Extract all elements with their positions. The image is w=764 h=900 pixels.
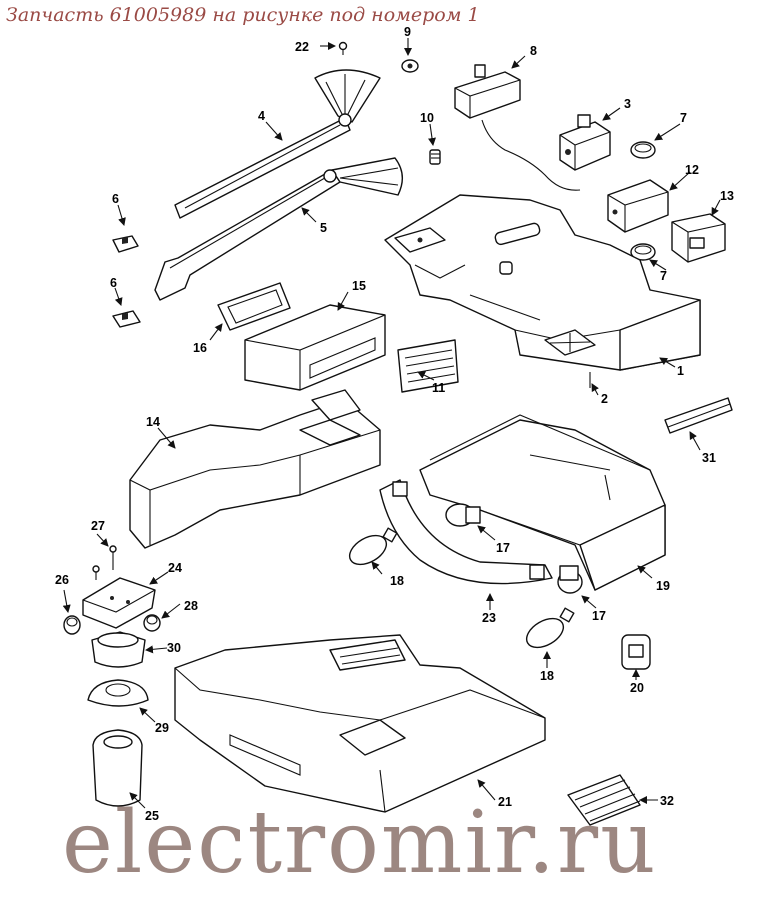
callout-16: 16 [193,341,207,355]
callout-19: 19 [656,579,670,593]
callout-2: 2 [601,392,608,406]
callout-31: 31 [702,451,716,465]
parts-24-30 [63,545,161,807]
page-title: Запчасть 61005989 на рисунке под номером… [6,4,480,26]
callout-24: 24 [168,561,182,575]
part-11-grille [397,339,459,393]
part-6-clips [112,235,141,328]
part-23-rail [379,479,553,585]
callout-6-lower: 6 [110,276,117,290]
callout-21: 21 [498,795,512,809]
part-4-arm [174,69,381,219]
part-16-frame [217,282,291,331]
part-14-duct [129,389,381,549]
part-5-arm [154,157,403,301]
callout-26: 26 [55,573,69,587]
part-31-strip [664,397,733,434]
callout-32: 32 [660,794,674,808]
callout-29: 29 [155,721,169,735]
callout-28: 28 [184,599,198,613]
callout-17-lower: 17 [592,609,606,623]
callout-27: 27 [91,519,105,533]
callout-23: 23 [482,611,496,625]
part-12-control [607,179,669,233]
part-8-box [454,64,581,191]
callout-1: 1 [677,364,684,378]
part-1-housing [384,194,701,388]
callout-10: 10 [420,111,434,125]
callout-25: 25 [145,809,159,823]
callout-11: 11 [432,381,445,395]
callout-14: 14 [146,415,160,429]
part-20-switch [621,634,651,670]
callout-6-upper: 6 [112,192,119,206]
part-13-module [671,213,726,263]
callout-4: 4 [258,109,265,123]
callout-30: 30 [167,641,181,655]
part-21-cover [174,634,546,813]
callout-22: 22 [295,40,309,54]
parts-17-18 [348,503,583,649]
part-32-filter [567,774,641,826]
callout-17-upper: 17 [496,541,510,555]
callout-18-lower: 18 [540,669,554,683]
part-7-knobs [630,141,656,261]
callout-8: 8 [530,44,537,58]
part-3-thermostat [559,114,611,171]
leader-lines [62,38,721,809]
callout-7-lower: 7 [660,269,667,283]
callout-9: 9 [404,25,411,39]
callout-12: 12 [685,163,699,177]
callout-3: 3 [624,97,631,111]
callout-numbers: 1 2 3 4 5 6 6 7 7 8 9 10 11 12 13 14 15 … [55,25,734,823]
callout-5: 5 [320,221,327,235]
callout-18-upper: 18 [390,574,404,588]
small-parts-top [338,41,441,165]
callout-7-upper: 7 [680,111,687,125]
callout-20: 20 [630,681,644,695]
watermark: electromir.ru [62,793,658,893]
part-15-duct [244,304,386,391]
callout-13: 13 [720,189,734,203]
callout-15: 15 [352,279,366,293]
